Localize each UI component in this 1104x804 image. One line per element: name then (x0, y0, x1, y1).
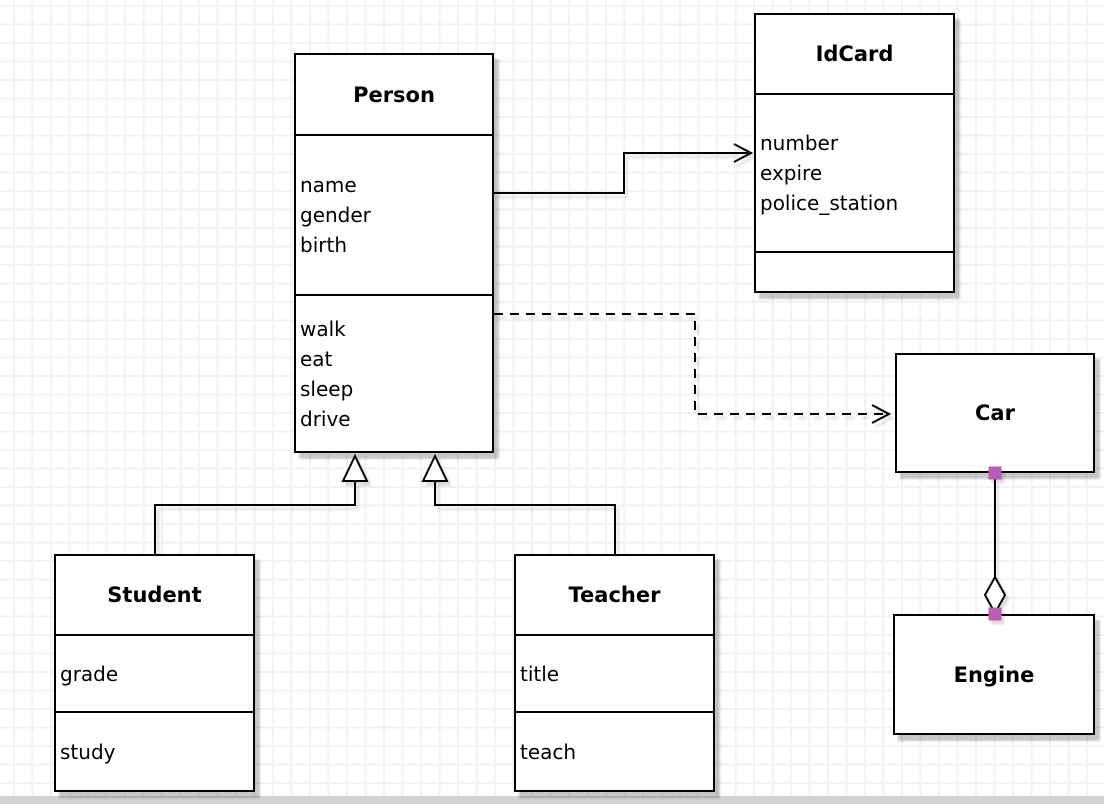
attribute-label: number (760, 131, 839, 155)
attributes-compartment: grade (56, 634, 253, 711)
class-title: Teacher (568, 583, 661, 607)
attribute-label: grade (60, 661, 119, 686)
attribute-label: title (520, 661, 560, 686)
attributes-compartment: number expire police_station (756, 93, 953, 251)
attribute-label: name (300, 173, 357, 197)
hollow-triangle-arrowhead-icon (421, 453, 449, 482)
connector-line (494, 313, 885, 415)
method-label: walk (300, 316, 346, 341)
methods-compartment: walk eat sleep drive (296, 294, 492, 451)
hollow-triangle-arrowhead-icon (341, 453, 369, 482)
method-label: sleep (300, 376, 354, 401)
methods-compartment: teach (516, 711, 713, 790)
connector-teacher-person-generalization[interactable] (421, 453, 616, 554)
edge-endpoint-handle[interactable] (988, 466, 1002, 480)
class-person[interactable]: Person name gender birth walk eat sleep … (294, 53, 494, 453)
class-title: Car (975, 401, 1015, 425)
method-label: teach (520, 739, 577, 764)
class-teacher[interactable]: Teacher title teach (514, 554, 715, 792)
methods-compartment: study (56, 711, 253, 790)
attribute-label: expire (760, 161, 823, 185)
class-title: Engine (953, 662, 1035, 687)
class-title: Student (107, 583, 202, 607)
edge-endpoint-handle[interactable] (988, 607, 1002, 621)
class-student[interactable]: Student grade study (54, 554, 255, 792)
methods-compartment (756, 251, 953, 291)
attribute-label: police_station (760, 191, 899, 215)
connector-line (154, 481, 356, 554)
open-arrowhead-icon (733, 143, 754, 163)
method-label: drive (300, 406, 351, 431)
page-bottom-edge (0, 796, 1104, 804)
connector-line (494, 152, 748, 194)
method-label: eat (300, 346, 333, 371)
open-arrowhead-icon (871, 404, 892, 424)
connector-line (434, 481, 616, 554)
class-engine[interactable]: Engine (893, 614, 1095, 735)
attribute-label: birth (300, 233, 347, 257)
class-title: Person (353, 82, 435, 107)
connector-person-car-dependency[interactable] (494, 313, 892, 424)
class-title: IdCard (815, 42, 894, 66)
attributes-compartment: name gender birth (296, 134, 492, 294)
attributes-compartment: title (516, 634, 713, 711)
method-label: study (60, 739, 116, 764)
class-car[interactable]: Car (895, 353, 1095, 473)
connector-student-person-generalization[interactable] (154, 453, 369, 554)
class-idcard[interactable]: IdCard number expire police_station (754, 13, 955, 293)
connector-car-engine-aggregation[interactable] (983, 466, 1007, 621)
attribute-label: gender (300, 203, 371, 227)
connector-person-idcard-association[interactable] (494, 143, 754, 194)
